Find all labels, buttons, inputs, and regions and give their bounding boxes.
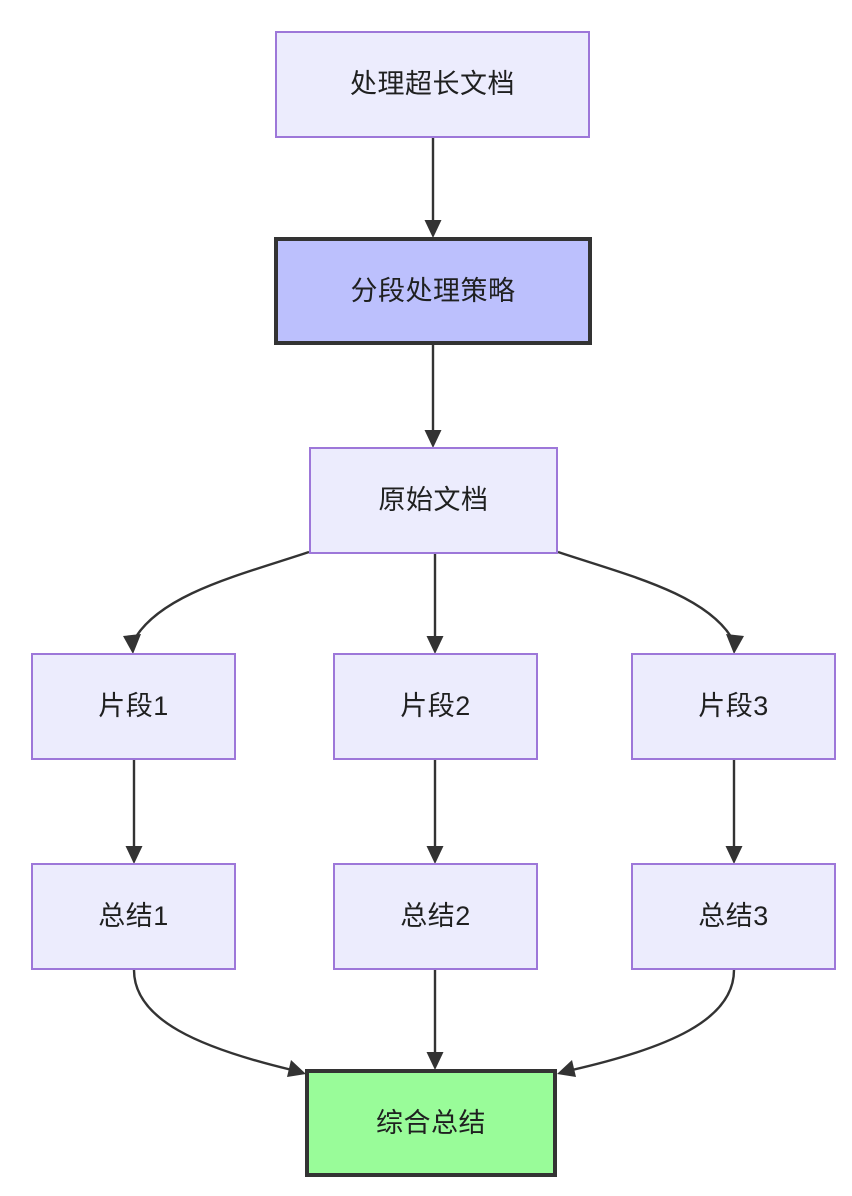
node-final-summary[interactable]: 综合总结 xyxy=(305,1069,557,1177)
node-chunk-policy-label: 分段处理策略 xyxy=(350,275,516,306)
node-summary-2-label: 总结2 xyxy=(400,901,471,932)
node-fragment-3-label: 片段3 xyxy=(698,691,769,722)
node-summary-1[interactable]: 总结1 xyxy=(31,863,236,970)
edge-fragment-2-to-summary-2 xyxy=(426,760,444,864)
node-fragment-1-label: 片段1 xyxy=(98,691,169,722)
edge-fragment-3-to-summary-3 xyxy=(725,760,743,864)
edge-fragment-1-to-summary-1 xyxy=(125,760,143,864)
node-fragment-2-label: 片段2 xyxy=(400,691,471,722)
edge-summary-2-to-final xyxy=(426,970,444,1070)
node-long-doc-label: 处理超长文档 xyxy=(350,69,515,100)
node-fragment-3[interactable]: 片段3 xyxy=(631,653,836,760)
edge-summary-1-to-final xyxy=(132,969,306,1077)
edge-source-doc-to-fragment-2 xyxy=(426,554,444,654)
node-source-doc-label: 原始文档 xyxy=(378,485,489,516)
node-final-summary-label: 综合总结 xyxy=(376,1107,486,1138)
edge-long-doc-to-chunk-policy xyxy=(424,138,442,238)
node-summary-1-label: 总结1 xyxy=(98,901,169,932)
node-summary-3[interactable]: 总结3 xyxy=(631,863,836,970)
edge-summary-3-to-final xyxy=(557,969,736,1077)
edge-source-doc-to-fragment-3 xyxy=(557,550,744,654)
edge-chunk-policy-to-source-doc xyxy=(424,345,442,448)
node-summary-2[interactable]: 总结2 xyxy=(333,863,538,970)
node-fragment-1[interactable]: 片段1 xyxy=(31,653,236,760)
node-long-doc[interactable]: 处理超长文档 xyxy=(275,31,590,138)
edge-source-doc-to-fragment-1 xyxy=(123,550,310,654)
node-chunk-policy[interactable]: 分段处理策略 xyxy=(274,237,592,345)
node-source-doc[interactable]: 原始文档 xyxy=(309,447,558,554)
node-summary-3-label: 总结3 xyxy=(698,901,769,932)
node-fragment-2[interactable]: 片段2 xyxy=(333,653,538,760)
